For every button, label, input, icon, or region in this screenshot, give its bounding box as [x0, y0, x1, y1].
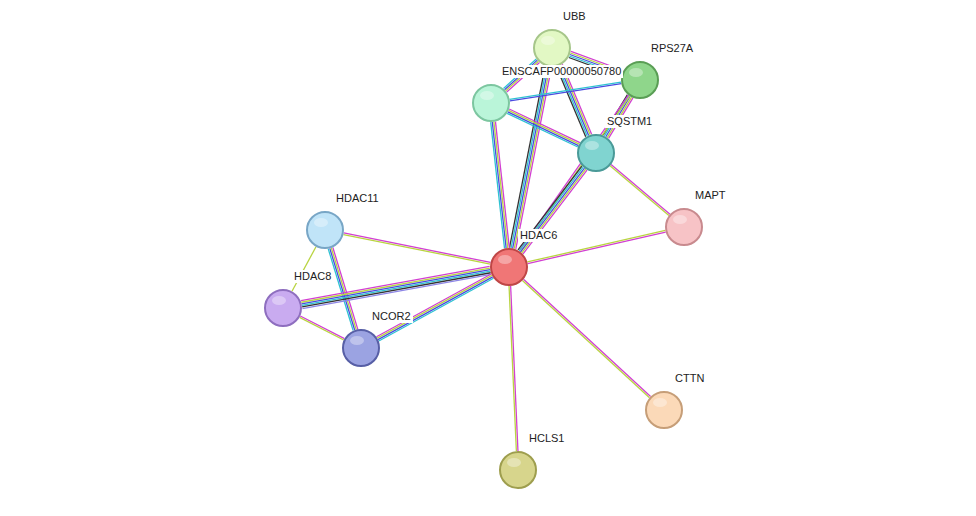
evidence-line	[508, 110, 579, 144]
interaction-edge	[343, 233, 490, 264]
protein-label: ENSCAFP00000050780	[500, 65, 623, 78]
evidence-line	[292, 247, 316, 292]
evidence-line	[509, 109, 580, 143]
interaction-edge	[518, 166, 587, 254]
node-highlight	[653, 398, 667, 407]
protein-label: RPS27A	[649, 42, 695, 55]
evidence-line	[509, 286, 516, 451]
evidence-line	[522, 280, 649, 397]
evidence-line	[508, 112, 579, 146]
evidence-line	[511, 66, 547, 248]
node-highlight	[673, 215, 687, 224]
interaction-edge	[510, 82, 622, 101]
protein-label: HDAC6	[518, 229, 559, 242]
evidence-line	[378, 277, 493, 340]
protein-label: CTTN	[673, 372, 706, 385]
protein-node: MAPT	[665, 208, 703, 246]
protein-node: CTTN	[645, 391, 683, 429]
evidence-line	[510, 84, 621, 101]
interaction-edge	[300, 316, 345, 340]
protein-node: UBB	[533, 29, 571, 67]
protein-node: HDAC11	[306, 211, 344, 249]
evidence-line	[333, 247, 358, 329]
protein-node: HCLS1	[499, 451, 537, 489]
evidence-line	[300, 317, 344, 340]
protein-node: RPS27A	[621, 61, 659, 99]
evidence-line	[344, 233, 491, 263]
protein-label: SQSTM1	[605, 115, 654, 128]
node-highlight	[629, 68, 643, 77]
protein-node: NCOR2	[342, 329, 380, 367]
protein-label: NCOR2	[370, 310, 413, 323]
node-highlight	[350, 336, 364, 345]
evidence-line	[510, 82, 621, 99]
interaction-edge	[292, 247, 316, 292]
node-highlight	[272, 296, 286, 305]
node-highlight	[541, 36, 555, 45]
interaction-edge	[491, 122, 510, 249]
evidence-line	[494, 122, 508, 248]
interaction-edge	[328, 247, 358, 330]
node-highlight	[585, 141, 599, 150]
evidence-line	[507, 113, 578, 147]
interaction-edge	[522, 279, 650, 397]
evidence-line	[610, 166, 669, 216]
protein-label: HDAC8	[292, 270, 333, 283]
evidence-line	[524, 279, 651, 396]
node-highlight	[314, 218, 328, 227]
protein-node: SQSTM1	[577, 134, 615, 172]
protein-label: UBB	[561, 10, 588, 23]
protein-label: HCLS1	[527, 432, 566, 445]
node-highlight	[480, 91, 494, 100]
protein-node: HDAC6	[490, 248, 528, 286]
evidence-line	[377, 274, 492, 337]
protein-node: HDAC8	[264, 289, 302, 327]
node-highlight	[498, 255, 512, 264]
interaction-edge	[377, 274, 494, 341]
protein-label: HDAC11	[334, 192, 381, 205]
node-highlight	[507, 458, 521, 467]
protein-label: MAPT	[693, 189, 728, 202]
evidence-line	[518, 166, 582, 250]
interaction-edge	[507, 109, 580, 147]
evidence-line	[328, 249, 353, 331]
evidence-line	[343, 235, 490, 265]
evidence-line	[377, 275, 492, 338]
evidence-line	[492, 122, 506, 248]
evidence-line	[331, 248, 356, 330]
evidence-line	[511, 286, 518, 451]
interaction-edge	[509, 286, 518, 451]
protein-node: ENSCAFP00000050780	[472, 84, 510, 122]
evidence-line	[300, 316, 344, 339]
evidence-line	[491, 122, 505, 248]
interaction-edge	[610, 165, 670, 216]
evidence-line	[611, 165, 670, 215]
evidence-line	[330, 248, 355, 330]
